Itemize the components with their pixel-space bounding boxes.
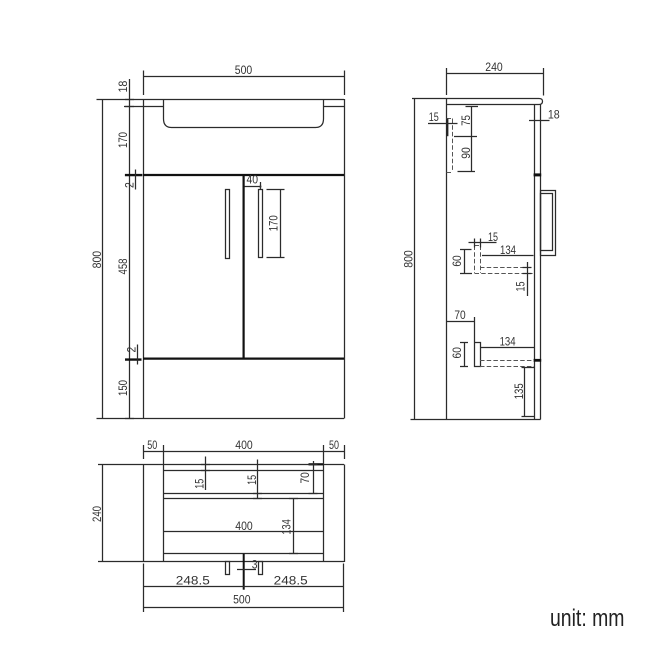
svg-text:134: 134 — [500, 243, 516, 257]
svg-text:60: 60 — [450, 255, 464, 266]
svg-text:458: 458 — [116, 258, 130, 274]
svg-text:400: 400 — [235, 519, 253, 533]
svg-text:75: 75 — [459, 115, 473, 126]
svg-text:70: 70 — [454, 308, 465, 322]
svg-text:18: 18 — [548, 107, 560, 121]
svg-text:70: 70 — [298, 472, 312, 483]
svg-text:3: 3 — [252, 558, 258, 572]
svg-text:15: 15 — [192, 479, 206, 489]
svg-text:150: 150 — [116, 380, 130, 396]
svg-text:2: 2 — [123, 182, 137, 188]
svg-text:15: 15 — [245, 475, 259, 485]
svg-text:800: 800 — [401, 250, 415, 268]
svg-text:134: 134 — [280, 519, 294, 535]
svg-text:240: 240 — [90, 506, 104, 522]
svg-text:60: 60 — [450, 347, 464, 358]
svg-text:15: 15 — [429, 110, 439, 124]
svg-text:500: 500 — [233, 592, 251, 606]
svg-text:500: 500 — [235, 63, 253, 77]
svg-text:248.5: 248.5 — [274, 574, 308, 588]
svg-text:400: 400 — [235, 438, 253, 452]
svg-text:248.5: 248.5 — [176, 574, 210, 588]
svg-text:170: 170 — [116, 132, 130, 148]
svg-text:40: 40 — [247, 173, 259, 187]
svg-text:134: 134 — [500, 334, 516, 348]
svg-text:18: 18 — [116, 80, 130, 92]
svg-text:50: 50 — [147, 438, 157, 452]
svg-text:800: 800 — [90, 251, 104, 269]
svg-text:2: 2 — [125, 347, 139, 353]
svg-text:15: 15 — [488, 230, 498, 244]
svg-text:90: 90 — [459, 147, 473, 159]
svg-text:50: 50 — [329, 438, 339, 452]
svg-text:135: 135 — [512, 383, 526, 399]
svg-text:240: 240 — [485, 60, 503, 74]
svg-text:unit: mm: unit: mm — [550, 605, 625, 632]
svg-text:170: 170 — [267, 215, 281, 231]
svg-text:15: 15 — [513, 281, 527, 291]
